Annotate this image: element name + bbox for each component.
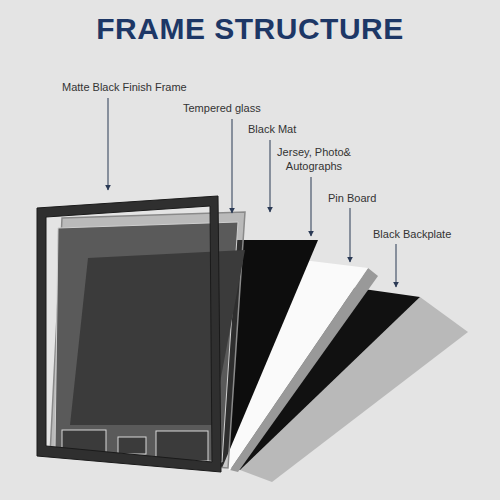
frame <box>37 196 221 472</box>
leader-line <box>232 119 233 213</box>
leader-line <box>108 98 109 190</box>
part-label: Pin Board <box>328 191 376 205</box>
part-label: Black Mat <box>248 122 296 136</box>
leader-line <box>350 208 351 262</box>
part-label: Black Backplate <box>373 227 451 241</box>
part-label: Jersey, Photo& Autographs <box>268 145 360 173</box>
part-label: Matte Black Finish Frame <box>62 80 187 94</box>
part-label: Tempered glass <box>183 101 261 115</box>
diagram-title: FRAME STRUCTURE <box>0 12 500 46</box>
opening <box>156 431 208 461</box>
leader-line <box>396 244 397 287</box>
opening <box>118 437 146 454</box>
leader-line <box>270 140 271 212</box>
leader-line <box>311 177 312 236</box>
